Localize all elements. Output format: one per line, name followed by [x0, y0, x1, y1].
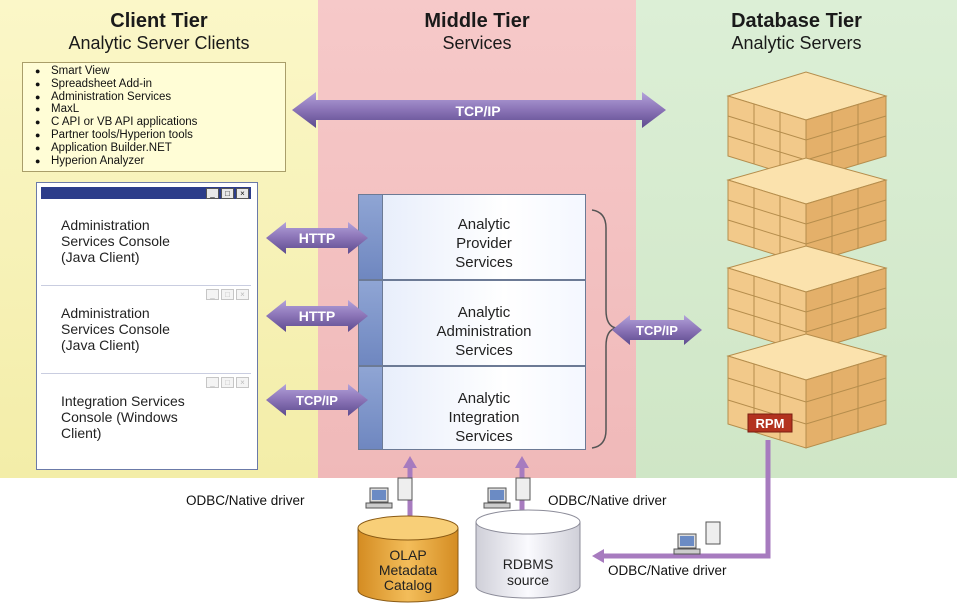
provider-services-block: Analytic Provider Services [382, 194, 586, 280]
olap-line: OLAP [389, 547, 427, 563]
maximize-icon: □ [221, 289, 234, 300]
console-line: Integration Services [61, 393, 185, 409]
client-tier-subtitle: Analytic Server Clients [68, 33, 250, 53]
driver-label-right: ODBC/Native driver [608, 563, 727, 578]
service-line: Services [455, 428, 513, 445]
olap-label: OLAP Metadata Catalog [358, 548, 458, 593]
console-line: Services Console [61, 233, 170, 249]
olap-line: Catalog [383, 577, 433, 593]
service-line: Analytic [457, 390, 511, 407]
service-line: Analytic [457, 216, 511, 233]
admin-console-window-2: _ □ × Administration Services Console (J… [41, 287, 251, 374]
client-list-item: Smart View [35, 65, 285, 78]
close-icon: × [236, 289, 249, 300]
console-line: Console (Windows [61, 409, 178, 425]
maximize-icon: □ [221, 377, 234, 388]
rdbms-line: RDBMS [502, 556, 554, 572]
service-line: Integration [448, 409, 520, 426]
driver-label-left: ODBC/Native driver [186, 493, 305, 508]
minimize-icon: _ [206, 188, 219, 199]
integration-services-block: Analytic Integration Services [382, 366, 586, 450]
console-line: Administration [61, 217, 150, 233]
integration-console-window: _ □ × Integration Services Console (Wind… [41, 375, 251, 461]
admin-console-window-1: Administration Services Console (Java Cl… [41, 199, 251, 286]
client-list-item: Spreadsheet Add-in [35, 78, 285, 91]
minimize-icon: _ [206, 377, 219, 388]
client-list-item: Application Builder.NET [35, 142, 285, 155]
rdbms-source-cylinder [475, 509, 581, 599]
http-label-1: HTTP [299, 230, 336, 246]
maximize-icon: □ [221, 188, 234, 199]
client-list-box: Smart View Spreadsheet Add-in Administra… [22, 62, 286, 172]
console-line: Services Console [61, 321, 170, 337]
rdbms-label: RDBMS source [476, 556, 580, 588]
analytic-server-cube-2 [726, 157, 888, 265]
service-line: Provider [456, 235, 512, 252]
computer-icon [365, 477, 413, 509]
middle-tier-title: Middle Tier [424, 10, 530, 32]
connector-arrowhead [515, 456, 529, 468]
service-line: Services [455, 342, 513, 359]
database-tier-subtitle: Analytic Servers [731, 33, 862, 53]
rdbms-line: source [506, 572, 550, 588]
close-icon: × [236, 377, 249, 388]
client-list-item: Partner tools/Hyperion tools [35, 129, 285, 142]
connector-arrowhead [592, 549, 604, 563]
console-line: Administration [61, 305, 150, 321]
client-list-item: C API or VB API applications [35, 116, 285, 129]
client-list-item: Hyperion Analyzer [35, 155, 285, 168]
rpm-badge: RPM [747, 413, 793, 433]
client-list: Smart View Spreadsheet Add-in Administra… [23, 65, 285, 167]
window-titlebar: _ □ × [41, 187, 251, 199]
tcpip-left-label: TCP/IP [296, 393, 338, 408]
rpm-label: RPM [756, 416, 785, 431]
client-list-item: MaxL [35, 103, 285, 116]
computer-icon [483, 477, 531, 509]
tcpip-top-arrow: TCP/IP [292, 92, 666, 128]
close-icon: × [236, 188, 249, 199]
middle-tier-subtitle: Services [442, 33, 512, 53]
console-line: Client) [61, 425, 102, 441]
service-line: Analytic [457, 304, 511, 321]
database-tier-title: Database Tier [731, 10, 862, 32]
http-arrow-2: HTTP [266, 300, 368, 332]
driver-label-middle: ODBC/Native driver [548, 493, 667, 508]
olap-metadata-catalog-cylinder [357, 515, 459, 603]
http-arrow-1: HTTP [266, 222, 368, 254]
administration-services-block: Analytic Administration Services [382, 280, 586, 366]
tcpip-top-label: TCP/IP [455, 103, 500, 119]
analytic-server-cube-3 [726, 245, 888, 353]
computer-icon [673, 521, 721, 555]
service-line: Services [455, 254, 513, 271]
console-window-stack: _ □ × Administration Services Console (J… [36, 182, 258, 470]
client-tier-title: Client Tier [110, 10, 208, 32]
minimize-icon: _ [206, 289, 219, 300]
services-brace [591, 209, 617, 449]
tcpip-left-arrow: TCP/IP [266, 384, 368, 416]
olap-line: Metadata [378, 562, 438, 578]
tcpip-right-label: TCP/IP [636, 323, 678, 338]
connector-arrowhead [403, 456, 417, 468]
console-line: (Java Client) [61, 337, 140, 353]
tcpip-right-arrow: TCP/IP [612, 315, 702, 345]
http-label-2: HTTP [299, 308, 336, 324]
client-list-item: Administration Services [35, 91, 285, 104]
console-line: (Java Client) [61, 249, 140, 265]
service-line: Administration [436, 323, 532, 340]
